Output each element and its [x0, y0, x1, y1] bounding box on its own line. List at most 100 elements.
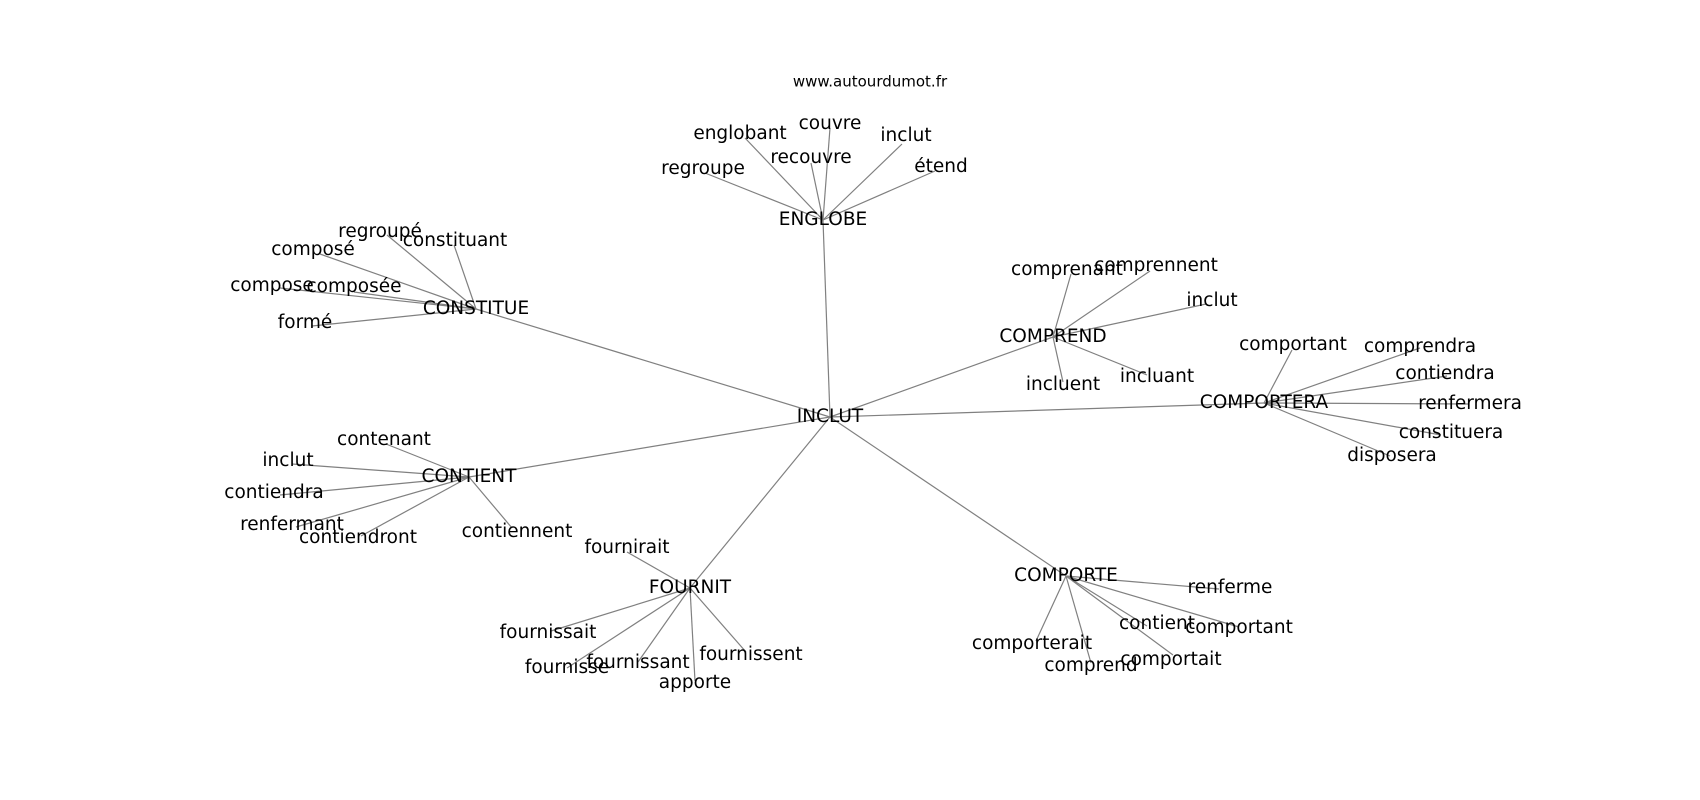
edge-constitue-compose	[279, 287, 477, 310]
edge-root-comportera	[829, 402, 1265, 418]
edge-comportera-constituera	[1263, 402, 1442, 436]
leaf-node-constituera: constituera	[1399, 422, 1504, 443]
edge-root-constitue	[475, 308, 831, 418]
graph-labels: INCLUT ENGLOBE couvre englobant inclut recouv…	[224, 113, 1522, 693]
hub-node-contient: CONTIENT	[422, 466, 518, 487]
edge-contient-inclut	[291, 463, 470, 478]
leaf-node-composee: composée	[307, 276, 402, 297]
hub-node-comprend: COMPREND	[999, 326, 1106, 347]
edge-englobe-couvre	[822, 127, 831, 221]
leaf-node-contiendra: contiendra	[224, 482, 323, 503]
edge-constitue-regroupe	[386, 234, 477, 310]
leaf-node-fournissant: fournissant	[586, 652, 689, 673]
edge-comportera-comportant	[1263, 349, 1293, 404]
leaf-node-comportant: comportant	[1239, 334, 1347, 355]
leaf-node-incluant: incluant	[1120, 366, 1194, 387]
edge-constitue-constituant	[453, 244, 477, 310]
leaf-node-comporterait: comporterait	[972, 633, 1092, 654]
edge-comporte-comprend	[1065, 575, 1092, 664]
leaf-node-regroupe: regroupe	[661, 158, 745, 179]
edge-comprend-comprennent	[1052, 270, 1151, 338]
edge-fournit-fournissent	[689, 587, 747, 653]
edge-comporte-renferme	[1065, 575, 1220, 590]
edge-contient-contiennent	[468, 476, 513, 529]
leaf-node-renfermera: renfermera	[1418, 393, 1522, 414]
edge-englobe-regroupe	[704, 172, 824, 221]
hub-node-fournit: FOURNIT	[649, 577, 732, 598]
edge-contient-renfermant	[295, 476, 470, 528]
leaf-node-contiendra: contiendra	[1395, 363, 1494, 384]
leaf-node-renfermant: renfermant	[240, 514, 344, 535]
edge-fournit-fournissant	[637, 587, 691, 663]
leaf-node-etend: étend	[914, 156, 968, 177]
leaf-node-renferme: renferme	[1188, 577, 1273, 598]
edge-englobe-etend	[822, 170, 936, 221]
hub-node-constitue: CONSTITUE	[423, 298, 529, 319]
graph-edges	[279, 127, 1469, 682]
edge-contient-contenant	[385, 443, 470, 478]
hub-node-englobe: ENGLOBE	[779, 209, 867, 230]
leaf-node-fournissent: fournissent	[699, 644, 802, 665]
leaf-node-fournirait: fournirait	[584, 537, 669, 558]
edge-root-comporte	[829, 416, 1067, 577]
edge-englobe-englobant	[744, 137, 824, 221]
edge-comportera-disposera	[1263, 402, 1391, 457]
leaf-node-couvre: couvre	[799, 113, 862, 134]
leaf-node-compose: composé	[271, 239, 355, 260]
edge-root-contient	[468, 416, 831, 478]
hub-node-comportera: COMPORTERA	[1200, 392, 1329, 413]
edge-comportera-comprendra	[1263, 347, 1421, 404]
leaf-node-contiennent: contiennent	[462, 521, 573, 542]
edge-root-comprend	[829, 336, 1054, 418]
leaf-node-fournisse: fournisse	[525, 657, 609, 678]
leaf-node-recouvre: recouvre	[770, 147, 851, 168]
edge-fournit-fournissait	[550, 587, 691, 632]
leaf-node-apporte: apporte	[659, 672, 731, 693]
edge-constitue-composee	[353, 291, 477, 310]
leaf-node-comportant: comportant	[1185, 617, 1293, 638]
edge-comportera-renfermera	[1263, 402, 1469, 405]
edge-comprend-comprenant	[1052, 273, 1072, 338]
edge-comporte-comportant	[1065, 575, 1240, 628]
leaf-node-inclut: inclut	[262, 450, 313, 471]
edge-contient-contiendra	[279, 476, 470, 496]
edge-constitue-compose	[319, 253, 477, 310]
edge-comprend-incluant	[1052, 336, 1148, 376]
edge-englobe-recouvre	[810, 162, 824, 221]
leaf-node-contient: contient	[1119, 613, 1195, 634]
leaf-node-comportait: comportait	[1120, 649, 1221, 670]
leaf-node-forme: formé	[278, 312, 333, 333]
leaf-node-regroupe: regroupé	[338, 221, 422, 242]
edge-constitue-forme	[311, 308, 477, 327]
leaf-node-incluent: incluent	[1026, 374, 1100, 395]
edge-root-englobe	[822, 219, 831, 418]
edge-root-fournit	[689, 416, 831, 589]
leaf-node-inclut: inclut	[1186, 290, 1237, 311]
leaf-node-inclut: inclut	[880, 125, 931, 146]
edge-comprend-incluent	[1052, 336, 1064, 383]
leaf-node-comprendra: comprendra	[1364, 336, 1476, 357]
edge-comporte-comportait	[1065, 575, 1174, 656]
leaf-node-comprennent: comprennent	[1094, 255, 1218, 276]
edge-comprend-inclut	[1052, 303, 1207, 338]
edge-englobe-inclut	[822, 143, 903, 221]
leaf-node-comprend: comprend	[1044, 655, 1137, 676]
edge-fournit-fournirait	[626, 551, 691, 589]
leaf-node-contenant: contenant	[337, 429, 431, 450]
edge-contient-contiendront	[360, 476, 470, 537]
source-label[interactable]: www.autourdumot.fr	[793, 73, 948, 91]
leaf-node-compose: compose	[230, 275, 314, 296]
leaf-node-comprenant: comprenant	[1011, 259, 1123, 280]
leaf-node-englobant: englobant	[693, 123, 786, 144]
edge-comporte-comporterait	[1035, 575, 1067, 642]
edge-comporte-contient	[1065, 575, 1148, 627]
leaf-node-constituant: constituant	[403, 230, 508, 251]
root-node-inclut: INCLUT	[797, 406, 864, 427]
edge-fournit-fournisse	[566, 587, 691, 669]
edge-fournit-apporte	[689, 587, 696, 682]
hub-node-comporte: COMPORTE	[1014, 565, 1118, 586]
leaf-node-contiendront: contiendront	[299, 527, 417, 548]
edge-comportera-contiendra	[1263, 375, 1448, 404]
leaf-node-disposera: disposera	[1347, 445, 1437, 466]
